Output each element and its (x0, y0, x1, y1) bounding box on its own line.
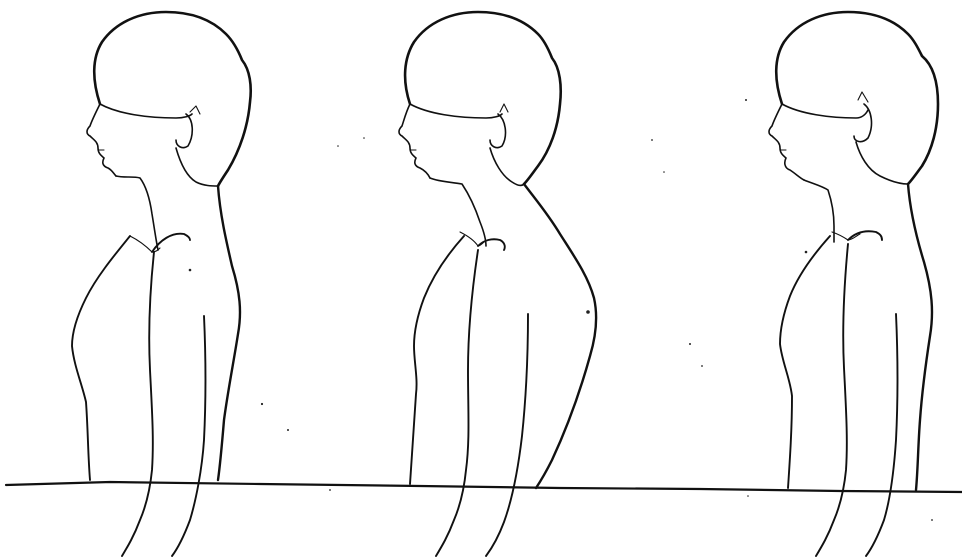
front-line (780, 236, 830, 488)
hair-outline (776, 12, 938, 184)
back-line (218, 186, 240, 480)
hair-outline (405, 12, 561, 184)
ear (854, 104, 871, 142)
ear (176, 114, 192, 148)
hairline (782, 104, 868, 118)
back-line (524, 184, 596, 488)
chin-neck (430, 178, 486, 246)
nape (490, 148, 524, 185)
nape (176, 148, 218, 186)
hairline (100, 104, 192, 118)
ear-tip (500, 104, 508, 112)
figure-2 (399, 12, 596, 556)
arm-front (122, 252, 154, 556)
figure-3 (769, 12, 938, 556)
speck (586, 310, 590, 314)
shoulder (478, 239, 505, 250)
speck (189, 269, 192, 272)
speck (805, 251, 808, 254)
ear (490, 114, 505, 148)
face-profile (399, 104, 430, 178)
face-profile (87, 104, 116, 176)
face-profile (769, 104, 804, 180)
hair-outline (94, 12, 250, 186)
chin-neck (804, 180, 834, 242)
front-line (410, 236, 464, 484)
arm-back (172, 316, 206, 556)
arm-front (436, 250, 478, 556)
ear-tip (858, 92, 868, 102)
nape (856, 142, 908, 184)
back-line (908, 184, 932, 490)
front-line (72, 236, 130, 480)
chin-neck (116, 176, 158, 250)
arm-front (816, 244, 848, 556)
hairline (410, 104, 502, 118)
arm-back (866, 314, 898, 556)
figure-1 (72, 12, 251, 556)
ear-tip (190, 106, 200, 114)
arm-back (486, 314, 528, 556)
